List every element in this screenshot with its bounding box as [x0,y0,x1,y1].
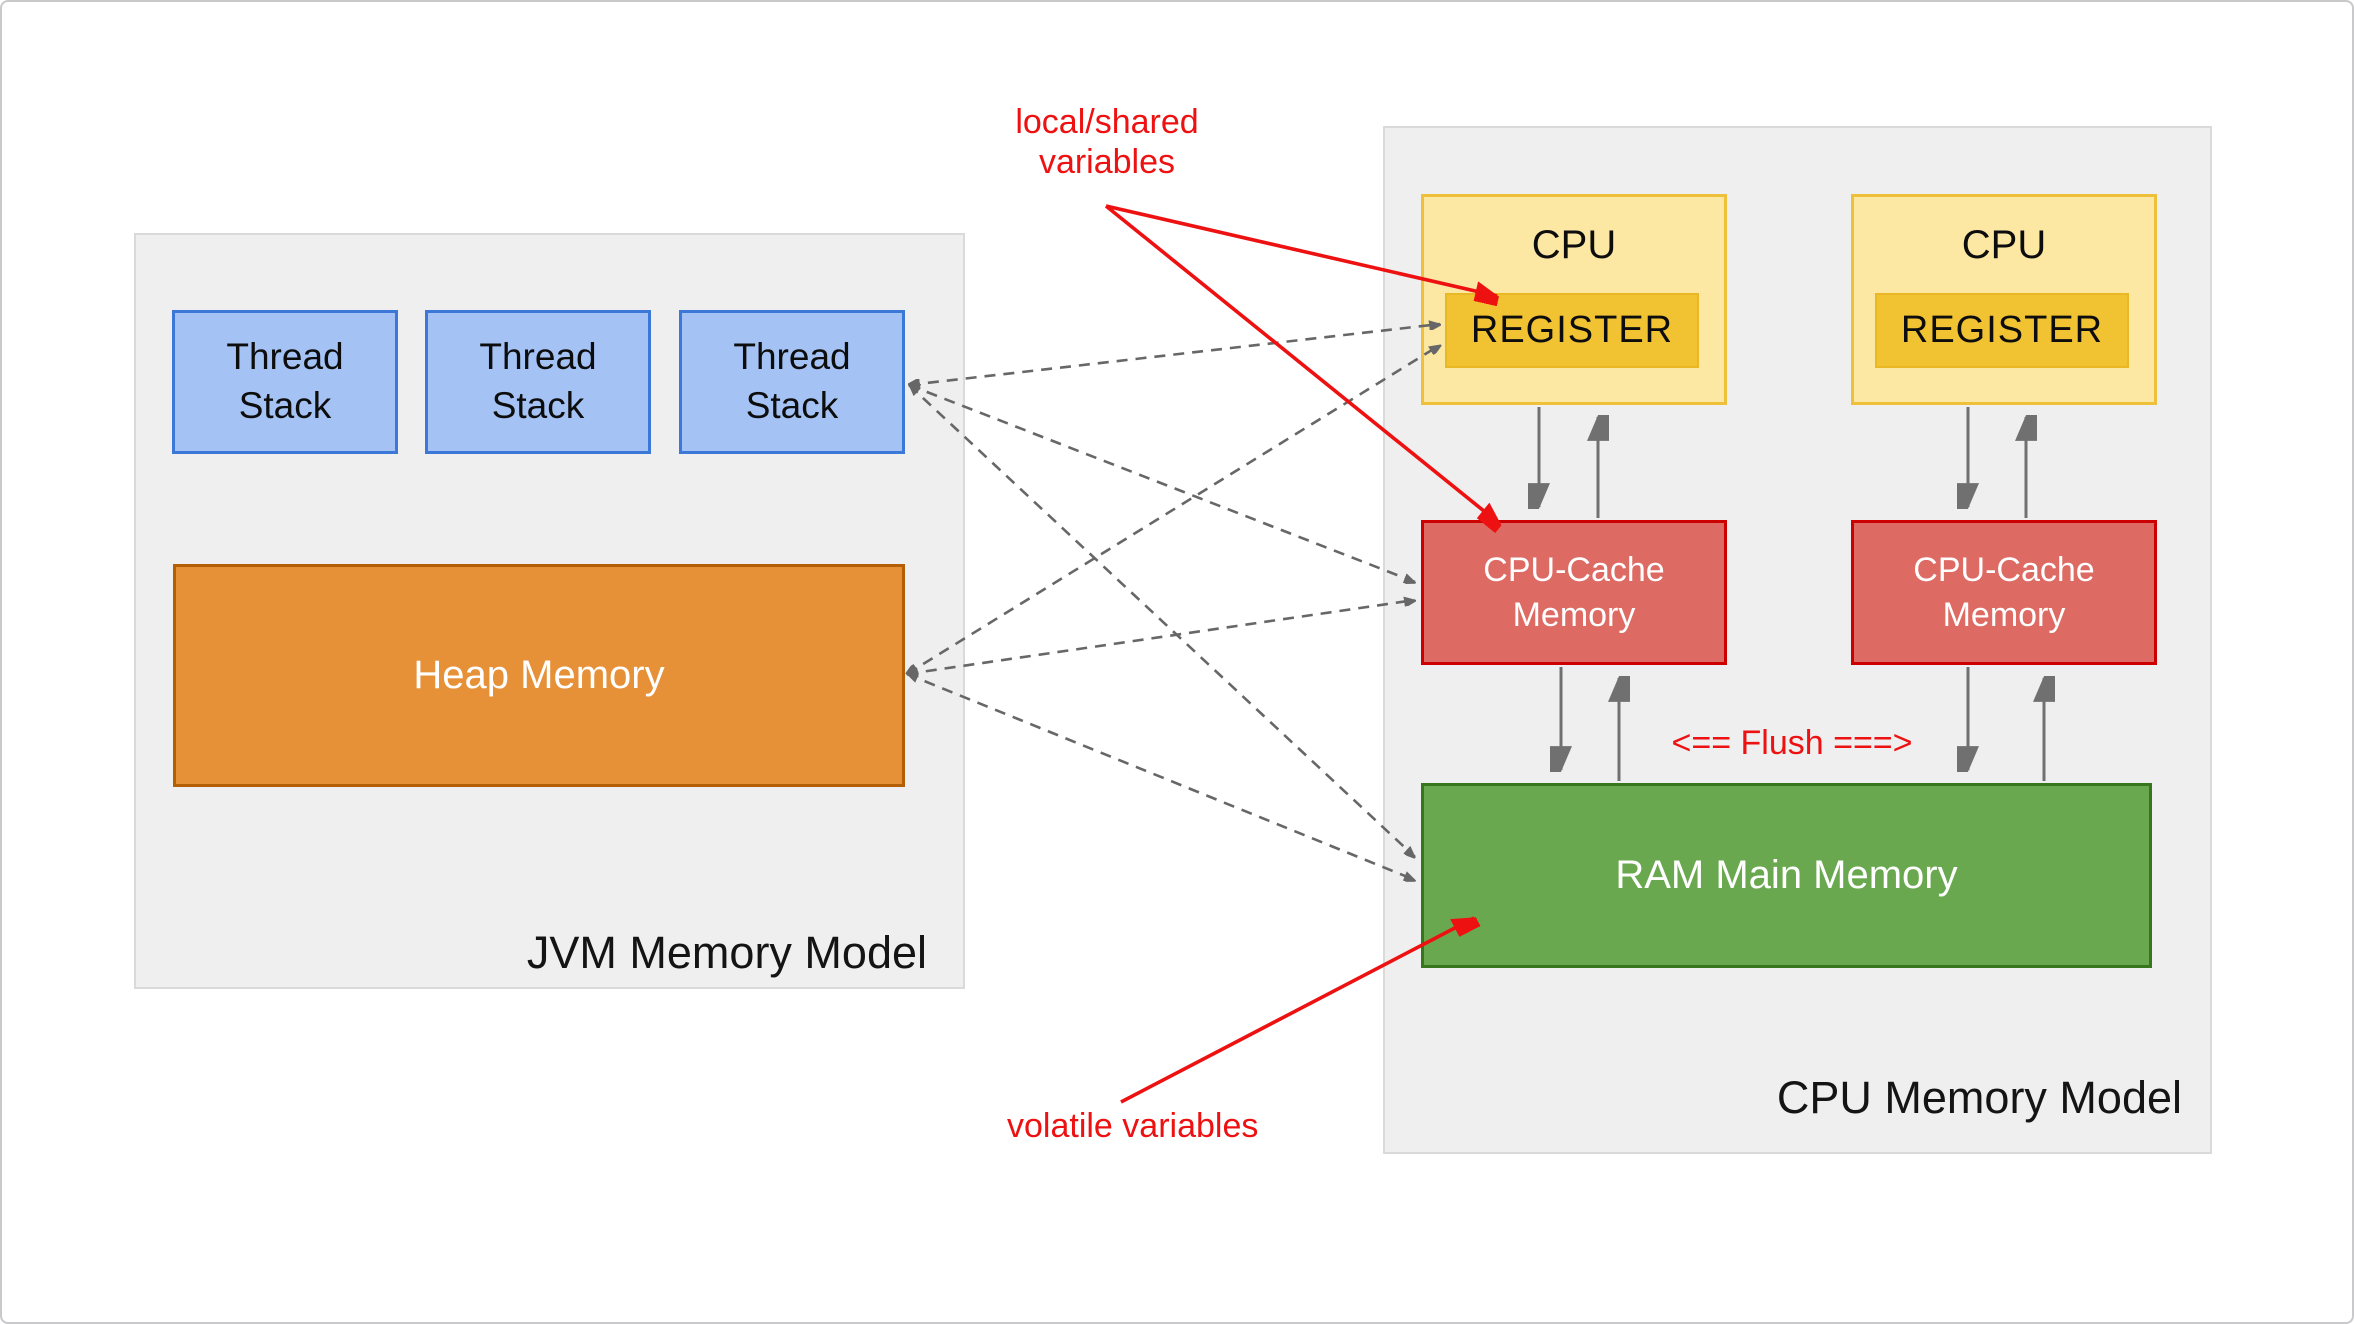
ram-main-memory-box: RAM Main Memory [1421,783,2152,968]
thread-stack-label: Thread Stack [479,336,597,426]
jvm-model-title: JVM Memory Model [526,927,927,978]
register-box-2: REGISTER [1875,293,2129,368]
ram-main-memory-label: RAM Main Memory [1615,853,1958,897]
thread-stack-label: Thread Stack [733,336,851,426]
dashed-connector-heap-ram [907,674,1415,880]
local-shared-variables-annotation: local/shared variables [1015,103,1199,182]
register-label: REGISTER [1900,309,2104,351]
cpu-cache-box-1: CPU-Cache Memory [1421,520,1727,665]
dashed-connector-stack-cache [909,385,1415,582]
cpu-cache-box-2: CPU-Cache Memory [1851,520,2157,665]
volatile-variables-annotation: volatile variables [1007,1107,1259,1145]
thread-stack-box-1: Thread Stack [172,310,398,454]
cpu-cache-label: CPU-Cache Memory [1913,551,2095,634]
dashed-connector-heap-cache [907,600,1415,674]
register-box-1: REGISTER [1445,293,1699,368]
dashed-connector-stack-register [909,324,1440,385]
cpu-label: CPU [1531,223,1617,267]
heap-memory-box: Heap Memory [173,564,905,787]
register-label: REGISTER [1470,309,1674,351]
thread-stack-box-2: Thread Stack [425,310,651,454]
cpu-label: CPU [1961,223,2047,267]
cpu-cache-label: CPU-Cache Memory [1483,551,1665,634]
heap-memory-label: Heap Memory [413,653,665,697]
thread-stack-box-3: Thread Stack [679,310,905,454]
dashed-connector-heap-register [907,343,1440,676]
thread-stack-label: Thread Stack [226,336,344,426]
dashed-connector-stack-ram [909,385,1415,857]
flush-annotation: <== Flush ===> [1671,724,1913,762]
cpu-model-title: CPU Memory Model [1776,1072,2182,1123]
